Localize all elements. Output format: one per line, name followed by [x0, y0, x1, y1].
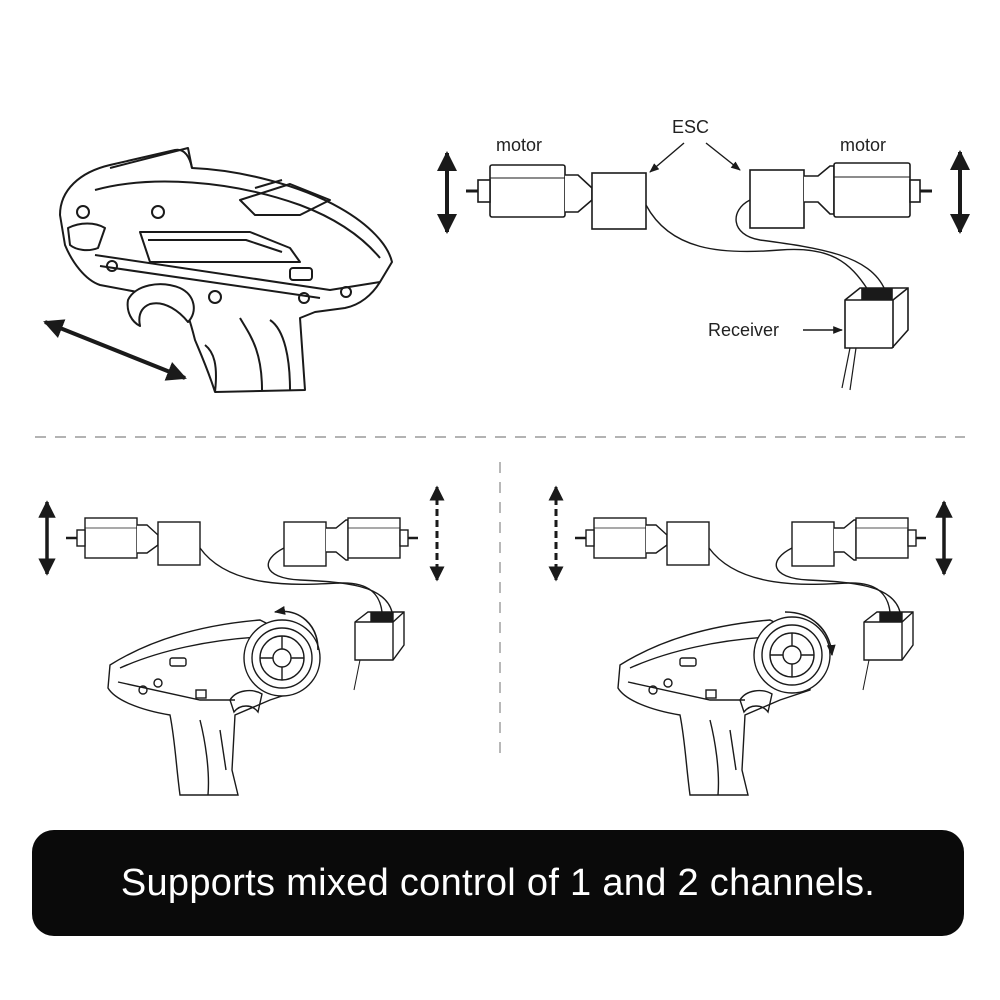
- receiver-label: Receiver: [708, 320, 779, 340]
- trigger-travel-arrow: [43, 319, 187, 381]
- motor-left-label: motor: [496, 135, 542, 155]
- wiring-diagram-top: [466, 162, 932, 391]
- motor-right-label: motor: [840, 135, 886, 155]
- motor-left-top: [466, 164, 593, 218]
- wheel-rotation-arrow-left: [273, 605, 319, 651]
- receiver-top: [841, 287, 909, 391]
- transmitter-top-view: [59, 147, 393, 393]
- wheel-rotation-arrow-right: [784, 611, 836, 657]
- motor-right-top: [804, 162, 932, 218]
- esc-left-top: [591, 172, 647, 230]
- esc-label: ESC: [672, 117, 709, 137]
- mixing-panel-left: [66, 517, 418, 796]
- esc-right-top: [749, 169, 805, 229]
- mixing-panel-right: [575, 517, 926, 796]
- esc-pointer-right: [705, 142, 741, 171]
- caption-banner: Supports mixed control of 1 and 2 channe…: [32, 830, 964, 936]
- esc-pointer-left: [649, 142, 685, 173]
- caption-text: Supports mixed control of 1 and 2 channe…: [120, 861, 876, 904]
